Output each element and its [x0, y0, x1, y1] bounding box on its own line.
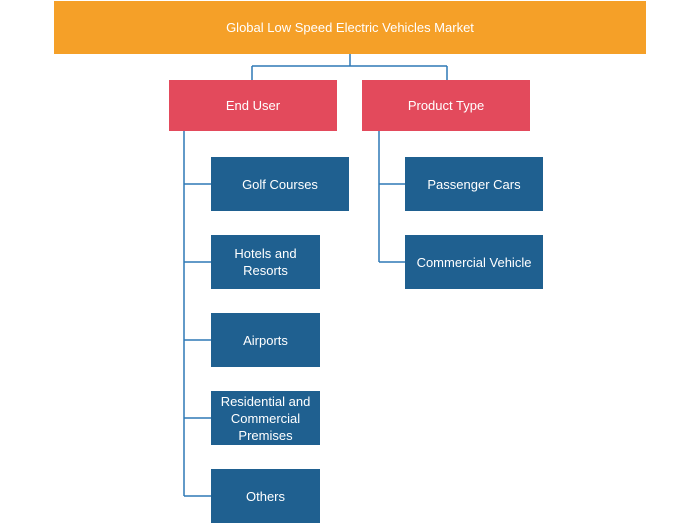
leaf-node-label: Hotels and Resorts: [234, 246, 297, 278]
leaf-node-label: Residential and Commercial Premises: [220, 393, 311, 443]
leaf-node-airports: Airports: [211, 313, 320, 367]
leaf-node-commercial-vehicle: Commercial Vehicle: [405, 235, 543, 289]
category-node-label: End User: [225, 98, 281, 113]
leaf-node-label: Others: [245, 488, 285, 504]
leaf-node-label: Golf Courses: [242, 176, 318, 192]
category-node-label: Product Type: [407, 98, 485, 113]
leaf-node-label: Commercial Vehicle: [416, 254, 532, 270]
leaf-node-label: Passenger Cars: [427, 176, 521, 192]
leaf-node-passenger-cars: Passenger Cars: [405, 157, 543, 211]
category-node-product-type: Product Type: [362, 80, 530, 131]
leaf-node-hotels-resorts: Hotels and Resorts: [211, 235, 320, 289]
leaf-node-others: Others: [211, 469, 320, 523]
root-node: Global Low Speed Electric Vehicles Marke…: [54, 1, 646, 54]
category-node-end-user: End User: [169, 80, 337, 131]
leaf-node-label: Airports: [243, 332, 288, 348]
root-node-label: Global Low Speed Electric Vehicles Marke…: [226, 20, 474, 35]
leaf-node-residential-commercial: Residential and Commercial Premises: [211, 391, 320, 445]
leaf-node-golf-courses: Golf Courses: [211, 157, 349, 211]
